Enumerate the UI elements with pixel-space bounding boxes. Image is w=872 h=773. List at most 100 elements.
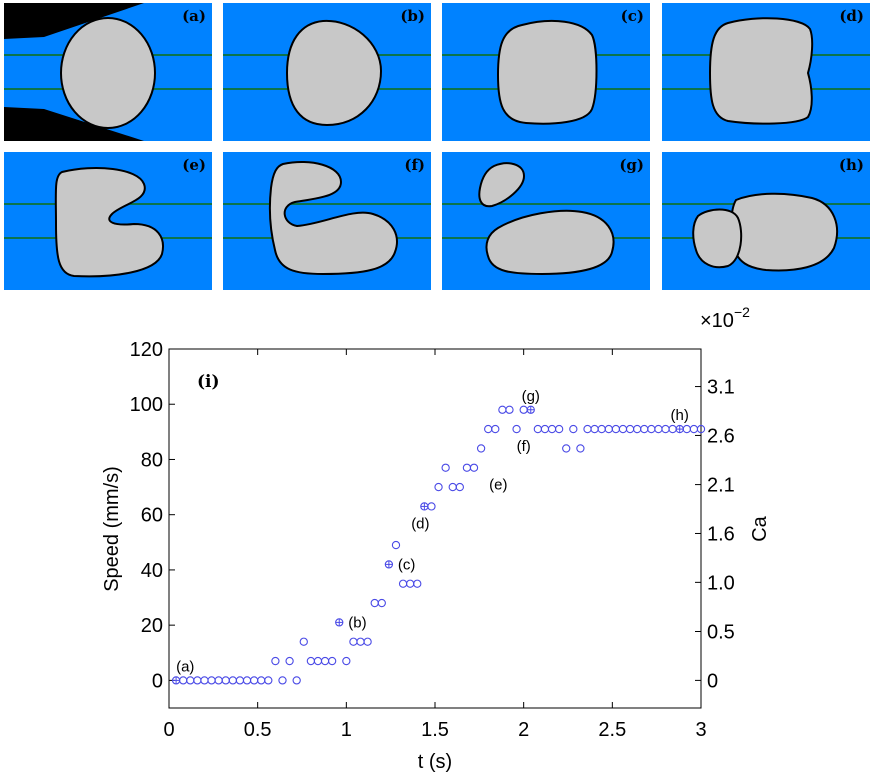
data-point [640, 424, 649, 434]
data-point [547, 424, 557, 434]
panel-g: (g) [442, 152, 650, 290]
data-point [327, 656, 337, 666]
droplet [268, 161, 398, 276]
panel-label: (b) [400, 7, 425, 25]
droplet-image-d [662, 17, 870, 125]
droplet-image-e [4, 167, 212, 278]
data-point [235, 676, 245, 685]
x-tick-label: 0.5 [244, 719, 272, 741]
data-point [200, 676, 209, 685]
data-point [356, 637, 365, 646]
data-point [689, 424, 699, 434]
data-point [682, 424, 691, 434]
y2-multiplier-base: ×10 [700, 310, 734, 332]
data-point [540, 424, 550, 434]
y-axis-label: Speed (mm/s) [101, 466, 123, 592]
panel-f: (f) [223, 152, 431, 290]
data-point [406, 579, 415, 588]
y2-tick-label: 3.1 [707, 377, 735, 399]
droplet [708, 17, 814, 125]
panel-b: (b) [223, 3, 431, 141]
x-tick-label: 1 [341, 719, 352, 741]
droplet-image-b [223, 19, 431, 127]
panel-a: (a) [4, 3, 212, 141]
data-markers [171, 405, 706, 685]
droplet-image-f [223, 161, 431, 276]
x-tick-label: 2 [518, 719, 529, 741]
data-point [441, 463, 450, 472]
droplet-image-g [442, 162, 650, 276]
data-point [427, 502, 436, 511]
data-point [434, 482, 443, 492]
y-tick-label: 20 [141, 615, 163, 637]
data-point [554, 424, 564, 434]
annotation-label: (a) [176, 658, 194, 675]
data-point [597, 424, 606, 434]
y2-tick-label: 2.1 [707, 475, 735, 497]
data-point [221, 676, 230, 685]
data-point [193, 676, 202, 685]
annotation-label: (d) [411, 515, 429, 532]
data-point [696, 424, 706, 434]
data-point [271, 656, 280, 666]
droplet [60, 17, 156, 129]
y-tick-label: 120 [130, 339, 163, 361]
x-tick-label: 0 [163, 719, 174, 741]
data-point [512, 424, 521, 434]
droplet [54, 167, 164, 278]
data-point [633, 424, 642, 434]
data-point [604, 424, 613, 434]
y2-tick-label: 0.5 [707, 622, 735, 644]
data-point [207, 676, 216, 685]
data-point [611, 424, 621, 434]
data-point [413, 579, 422, 588]
panel-h: (h) [662, 152, 870, 290]
data-point [562, 444, 571, 453]
nozzle-bottom [4, 107, 144, 141]
panel-d: (d) [662, 3, 870, 141]
data-point [661, 424, 670, 434]
y2-axis-label: Ca [749, 515, 771, 541]
panel-label: (a) [182, 7, 206, 25]
data-point [342, 656, 351, 666]
data-point [590, 424, 599, 434]
panel-label: (f) [404, 156, 425, 174]
data-point [391, 540, 401, 550]
data-point [214, 676, 223, 685]
y-tick-label: 0 [152, 670, 163, 692]
droplet-image-a [4, 3, 212, 141]
panel-label: (c) [620, 7, 644, 25]
data-point [498, 405, 507, 414]
data-point [462, 463, 472, 472]
data-point [313, 656, 323, 666]
data-point [186, 676, 195, 685]
droplet [285, 19, 383, 127]
data-point [576, 444, 585, 453]
x-axis-label: t (s) [418, 751, 452, 773]
annotation-label: (b) [348, 614, 366, 631]
annotation-label: (h) [671, 407, 689, 424]
data-point [398, 579, 408, 588]
data-point [370, 598, 379, 608]
x-tick-label: 2.5 [598, 719, 626, 741]
annotation-label: (f) [517, 438, 531, 455]
panel-label: (h) [838, 156, 864, 174]
data-point [320, 656, 330, 666]
data-point [618, 424, 628, 434]
data-point [583, 424, 592, 434]
data-point [257, 676, 266, 685]
panel-label-i: (i) [197, 372, 220, 392]
data-point [179, 676, 188, 685]
y-tick-label: 100 [130, 394, 163, 416]
data-point [292, 676, 301, 685]
y2-tick-label: 2.6 [707, 425, 735, 447]
data-point [285, 656, 294, 666]
annotation-label: (e) [489, 477, 507, 494]
data-point [625, 424, 635, 434]
panel-label: (d) [839, 7, 864, 25]
data-point [484, 424, 493, 434]
y2-multiplier-exponent: −2 [734, 304, 750, 320]
data-point [264, 676, 273, 685]
